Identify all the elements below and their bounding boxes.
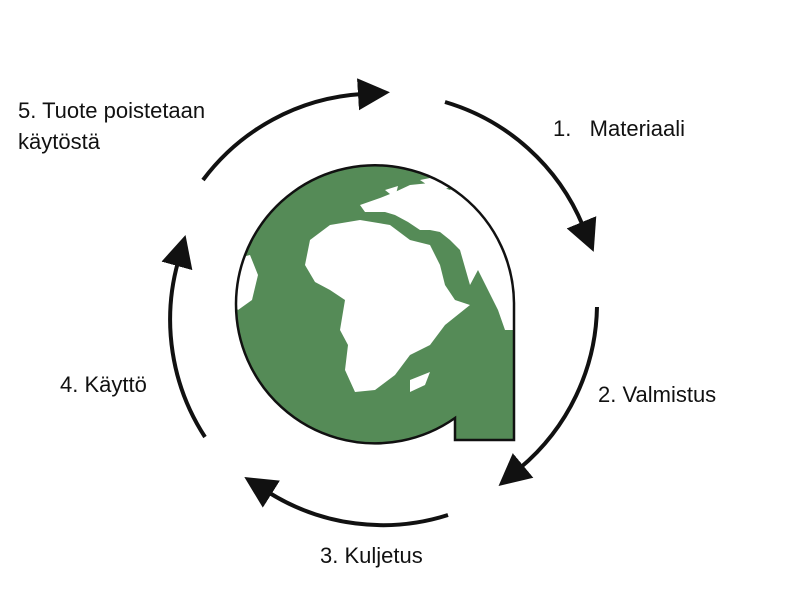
step-3-label: 3. Kuljetus — [320, 543, 423, 568]
step-4-label: 4. Käyttö — [60, 372, 147, 397]
step-5-label-line2: käytöstä — [18, 129, 100, 154]
arrow-5-poisto — [201, 78, 390, 182]
arrow-4-kaytto — [161, 235, 207, 439]
arrow-3-kuljetus — [244, 477, 449, 528]
globe-icon — [234, 164, 516, 445]
step-1-label: 1. Materiaali — [553, 116, 686, 141]
arrow-2-valmistus — [498, 306, 599, 486]
arrow-1-materiaali — [444, 100, 597, 252]
step-2-label: 2. Valmistus — [598, 382, 717, 407]
step-5-label-line1: 5. Tuote poistetaan — [18, 98, 206, 123]
